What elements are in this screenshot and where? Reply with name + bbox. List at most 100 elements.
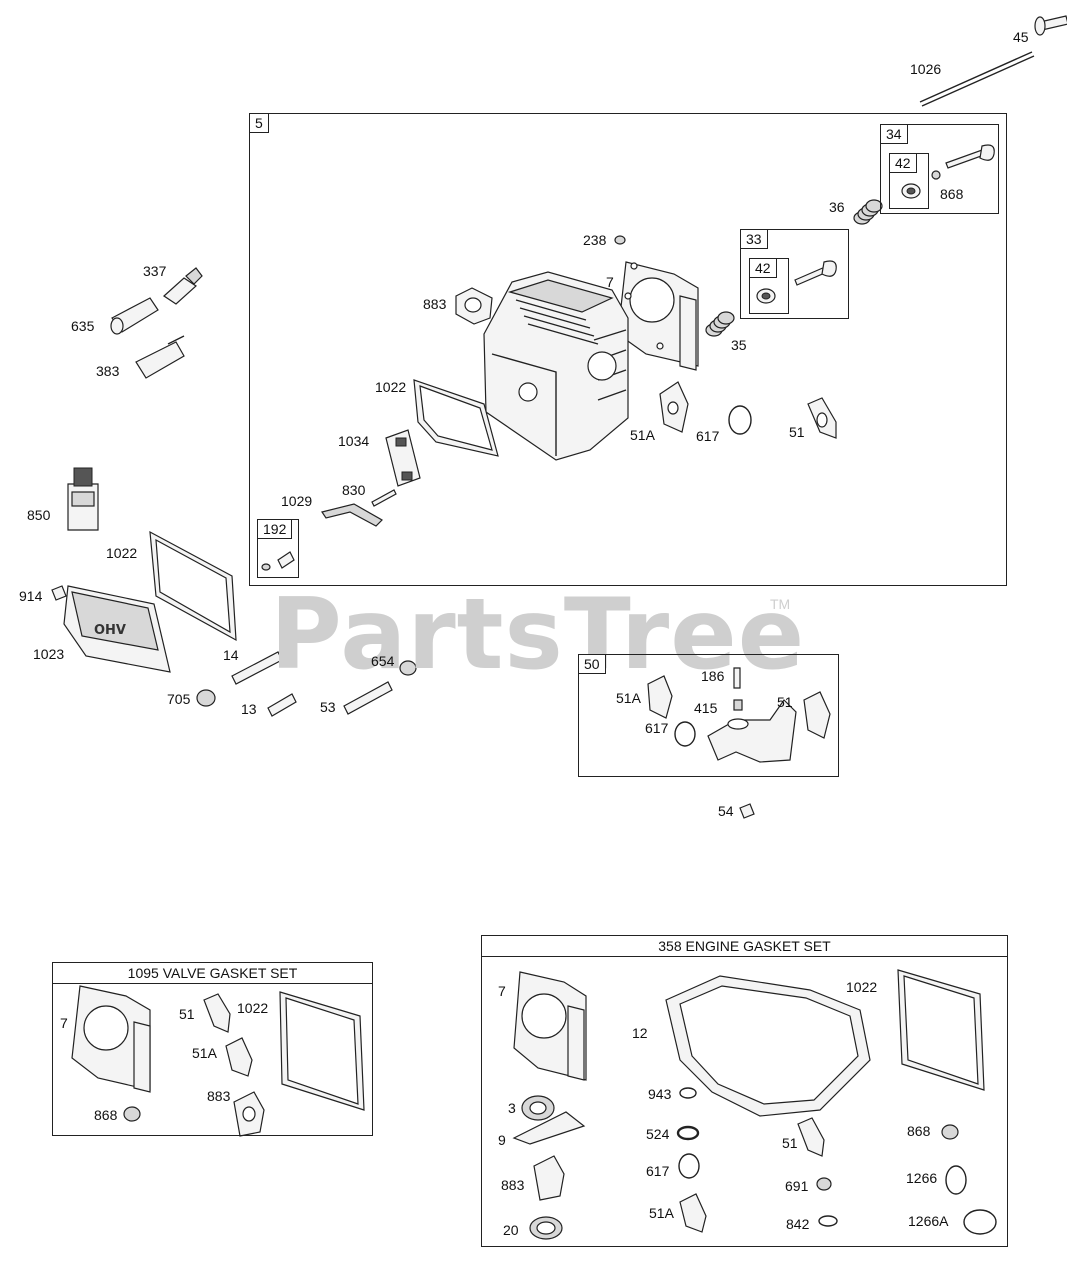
egs-part-7-head-gasket[interactable] <box>513 971 587 1081</box>
egs-callout-12[interactable]: 12 <box>632 1025 648 1041</box>
egs-part-51-gasket[interactable] <box>797 1117 825 1157</box>
callout-50[interactable]: 50 <box>578 654 606 674</box>
egs-part-1266A-o-ring[interactable] <box>963 1209 997 1235</box>
part-383-spark-plug-wrench[interactable] <box>135 335 185 379</box>
callout-914[interactable]: 914 <box>19 588 43 604</box>
part-705-nut[interactable] <box>196 689 216 707</box>
egs-part-12-crankcase-gasket[interactable] <box>665 975 871 1117</box>
egs-callout-1266A[interactable]: 1266A <box>908 1213 949 1229</box>
callout-635[interactable]: 635 <box>71 318 95 334</box>
callout-14[interactable]: 14 <box>223 647 239 663</box>
part-186-fitting[interactable] <box>733 667 741 689</box>
egs-part-691-seal[interactable] <box>816 1177 832 1191</box>
part-7-head-gasket[interactable] <box>617 261 699 371</box>
callout-238[interactable]: 238 <box>583 232 607 248</box>
part-1023-rocker-cover[interactable]: OHV <box>63 585 171 673</box>
egs-callout-3[interactable]: 3 <box>508 1100 516 1116</box>
callout-45[interactable]: 45 <box>1013 29 1029 45</box>
egs-callout-51A[interactable]: 51A <box>649 1205 674 1221</box>
part-51-gasket-main[interactable] <box>807 397 837 439</box>
egs-part-842-o-ring[interactable] <box>818 1215 838 1227</box>
callout-51A-manifold[interactable]: 51A <box>616 690 641 706</box>
callout-654[interactable]: 654 <box>371 653 395 669</box>
part-192-breather-fitting[interactable] <box>261 551 295 571</box>
callout-5[interactable]: 5 <box>249 113 269 133</box>
part-1034-breather-plate[interactable] <box>385 429 421 487</box>
callout-35[interactable]: 35 <box>731 337 747 353</box>
part-51A-gasket-main[interactable] <box>659 381 689 433</box>
callout-1023[interactable]: 1023 <box>33 646 65 662</box>
egs-part-51A-gasket[interactable] <box>679 1193 707 1233</box>
egs-part-1266-o-ring[interactable] <box>945 1165 967 1195</box>
egs-part-868-seal[interactable] <box>941 1124 959 1140</box>
part-35-valve-spring[interactable] <box>705 311 735 337</box>
part-617-o-ring-manifold[interactable] <box>674 721 696 747</box>
callout-42-intake[interactable]: 42 <box>749 258 777 278</box>
callout-34[interactable]: 34 <box>880 124 908 144</box>
part-45-valve-stem[interactable] <box>1034 15 1067 36</box>
callout-1034[interactable]: 1034 <box>338 433 370 449</box>
callout-13[interactable]: 13 <box>241 701 257 717</box>
vgs-part-1022-gasket[interactable] <box>279 991 365 1111</box>
part-14-stud[interactable] <box>231 651 283 685</box>
egs-callout-617[interactable]: 617 <box>646 1163 670 1179</box>
part-33-intake-valve[interactable] <box>794 260 837 286</box>
egs-part-943-o-ring[interactable] <box>679 1087 697 1099</box>
part-34-exhaust-valve[interactable] <box>931 144 995 180</box>
egs-callout-868[interactable]: 868 <box>907 1123 931 1139</box>
part-54-screw[interactable] <box>739 803 755 819</box>
callout-36[interactable]: 36 <box>829 199 845 215</box>
part-1029-baffle[interactable] <box>321 503 383 527</box>
part-617-o-ring-main[interactable] <box>728 405 752 435</box>
callout-51A-main[interactable]: 51A <box>630 427 655 443</box>
egs-callout-943[interactable]: 943 <box>648 1086 672 1102</box>
part-1022-rocker-cover-gasket-2[interactable] <box>149 530 237 642</box>
vgs-callout-7[interactable]: 7 <box>60 1015 68 1031</box>
vgs-callout-868[interactable]: 868 <box>94 1107 118 1123</box>
callout-850[interactable]: 850 <box>27 507 51 523</box>
callout-7-main[interactable]: 7 <box>606 274 614 290</box>
part-883-intake-gasket[interactable] <box>455 287 493 325</box>
vgs-part-51-gasket[interactable] <box>203 993 231 1033</box>
part-5-cylinder-head[interactable] <box>483 271 629 461</box>
callout-883-main[interactable]: 883 <box>423 296 447 312</box>
egs-part-9-gasket[interactable] <box>512 1111 586 1145</box>
callout-51-manifold[interactable]: 51 <box>777 694 793 710</box>
part-850-sealant-tube[interactable] <box>67 467 99 531</box>
callout-1029[interactable]: 1029 <box>281 493 313 509</box>
vgs-callout-51A[interactable]: 51A <box>192 1045 217 1061</box>
egs-callout-842[interactable]: 842 <box>786 1216 810 1232</box>
part-654-nut[interactable] <box>399 660 417 676</box>
callout-1022-main[interactable]: 1022 <box>375 379 407 395</box>
part-42-keeper-exhaust[interactable] <box>901 183 921 199</box>
part-13-screw[interactable] <box>267 693 297 717</box>
callout-705[interactable]: 705 <box>167 691 191 707</box>
egs-part-20-seal[interactable] <box>529 1216 563 1240</box>
egs-callout-1022[interactable]: 1022 <box>846 979 878 995</box>
part-914-screw[interactable] <box>51 585 67 601</box>
vgs-callout-883[interactable]: 883 <box>207 1088 231 1104</box>
callout-53[interactable]: 53 <box>320 699 336 715</box>
vgs-callout-1022[interactable]: 1022 <box>237 1000 269 1016</box>
callout-54[interactable]: 54 <box>718 803 734 819</box>
egs-callout-20[interactable]: 20 <box>503 1222 519 1238</box>
egs-part-3-oil-seal[interactable] <box>521 1095 555 1121</box>
vgs-part-7-head-gasket[interactable] <box>71 985 151 1093</box>
callout-868-top[interactable]: 868 <box>940 186 964 202</box>
callout-186[interactable]: 186 <box>701 668 725 684</box>
part-238-plug[interactable] <box>614 235 626 245</box>
part-50-intake-manifold[interactable] <box>707 699 797 763</box>
callout-617-main[interactable]: 617 <box>696 428 720 444</box>
callout-1026[interactable]: 1026 <box>910 61 942 77</box>
part-51-gasket-manifold[interactable] <box>803 691 831 739</box>
part-1022-rocker-cover-gasket[interactable] <box>413 379 499 457</box>
egs-callout-883[interactable]: 883 <box>501 1177 525 1193</box>
part-1026-push-rod[interactable] <box>919 51 1035 107</box>
callout-51-main[interactable]: 51 <box>789 424 805 440</box>
vgs-callout-51[interactable]: 51 <box>179 1006 195 1022</box>
part-42-keeper-intake[interactable] <box>756 288 776 304</box>
egs-part-1022-gasket[interactable] <box>897 969 985 1091</box>
egs-part-883-gasket[interactable] <box>533 1155 565 1201</box>
callout-1022-cover[interactable]: 1022 <box>106 545 138 561</box>
callout-617-manifold[interactable]: 617 <box>645 720 669 736</box>
